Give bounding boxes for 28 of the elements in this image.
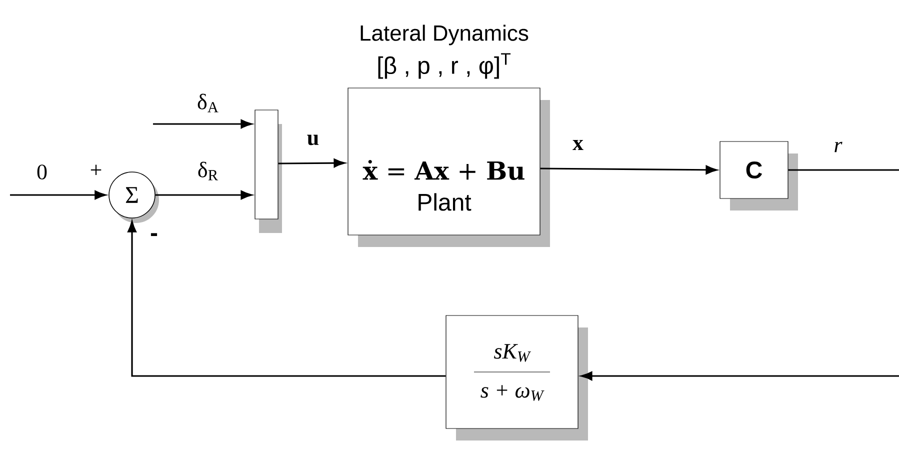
arrow xyxy=(278,158,346,168)
node-text: C xyxy=(746,162,762,178)
edge-label: 0 xyxy=(37,164,47,180)
arrow xyxy=(153,120,252,128)
edge-label: x xyxy=(572,140,584,150)
node-text: [β , p , r , φ]$^{T}$ xyxy=(378,53,511,79)
node-text: Plant xyxy=(418,193,472,211)
block-box xyxy=(720,141,798,210)
sign-label: + xyxy=(90,164,102,176)
node-text: s + ω$_{W}$ xyxy=(480,385,544,401)
node-text: sK$_{W}$ xyxy=(494,344,531,362)
node-text: Σ xyxy=(126,187,138,203)
sign-label: - xyxy=(150,233,158,236)
edge-label: r xyxy=(834,142,842,152)
edge-label: δ$_{A}$ xyxy=(198,94,218,112)
arrow xyxy=(128,221,446,377)
arrow xyxy=(580,372,899,380)
edge-label: δ$_{R}$ xyxy=(198,162,218,180)
arrow xyxy=(10,190,106,200)
block-box xyxy=(348,88,550,247)
arrow xyxy=(540,165,718,174)
block-box xyxy=(446,315,588,440)
summing-junction xyxy=(108,172,159,223)
mux-bar xyxy=(254,110,282,233)
node-text: ẋ = Ax + Bu xyxy=(362,160,524,180)
edge-label: u xyxy=(307,134,319,146)
node-text: Lateral Dynamics xyxy=(360,24,528,46)
arrow xyxy=(155,190,252,200)
